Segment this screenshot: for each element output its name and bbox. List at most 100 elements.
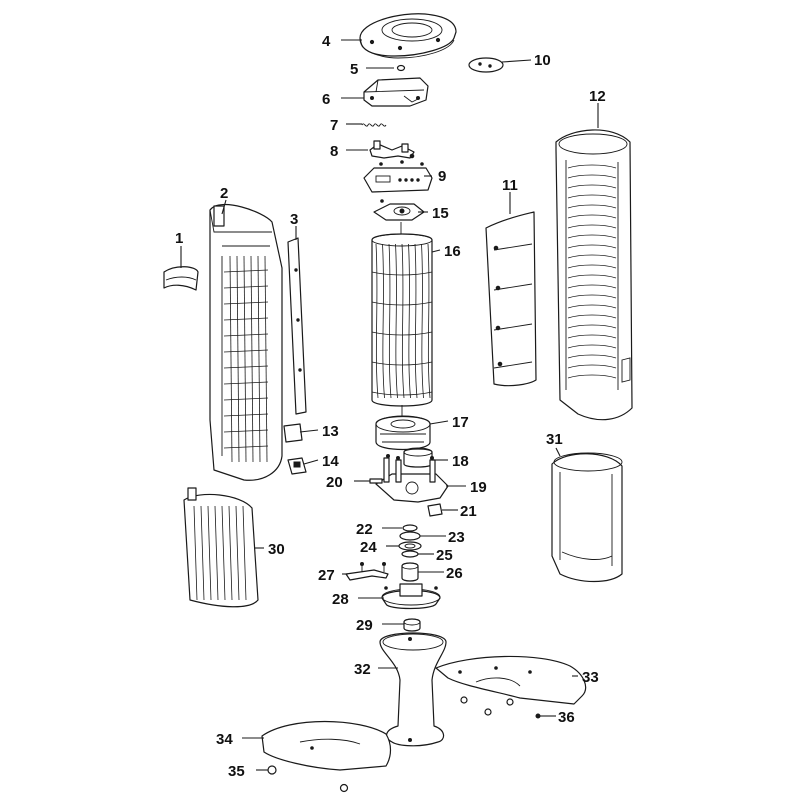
blower-ring (371, 331, 433, 336)
part-15-bearing-plate (373, 199, 425, 221)
front-housing-rib (223, 413, 269, 417)
front-housing-rib (223, 445, 269, 449)
front-housing-slat (250, 255, 254, 463)
part-1-handle (163, 266, 199, 291)
rear-housing-coil (567, 244, 617, 249)
callout-28: 28 (332, 591, 349, 608)
callout-31: 31 (546, 431, 563, 448)
part-16-blower-wheel (371, 222, 433, 407)
part-35-foot (267, 765, 349, 793)
blower-blade (375, 243, 379, 399)
part-6-control-housing (363, 77, 429, 107)
callout-29: 29 (356, 617, 373, 634)
rear-housing-coil (567, 334, 617, 339)
callout-32: 32 (354, 661, 371, 678)
part-5-screw (396, 64, 406, 72)
part-13-panel (283, 423, 303, 443)
rear-housing-coil (567, 284, 617, 289)
lower-grill-slat (235, 505, 240, 601)
part-12-rear-housing (555, 129, 633, 421)
callout-4: 4 (322, 33, 331, 50)
rear-housing-coil (567, 294, 617, 299)
rear-housing-coil (567, 204, 617, 209)
front-housing-slat (236, 255, 240, 463)
rear-housing-coil (567, 344, 617, 349)
callout-23: 23 (448, 529, 465, 546)
part-8-switch-bracket (369, 140, 415, 159)
rear-housing-coil (567, 254, 617, 259)
part-20-screw (369, 478, 383, 484)
callout-17: 17 (452, 414, 469, 431)
front-housing-rib (223, 429, 269, 433)
callout-6: 6 (322, 91, 330, 108)
callout-3: 3 (290, 211, 298, 228)
callout-25: 25 (436, 547, 453, 564)
callout-19: 19 (470, 479, 487, 496)
callout-leaders (180, 39, 599, 771)
part-2-front-housing (209, 204, 283, 481)
lower-grill-slat (214, 505, 219, 601)
part-21-clip (427, 503, 443, 517)
front-housing-rib (223, 333, 269, 337)
part-25-washer (401, 550, 419, 558)
front-housing-slat (243, 255, 247, 463)
front-housing-rib (223, 381, 269, 385)
callout-1: 1 (175, 230, 183, 247)
rear-housing-coil (567, 304, 617, 309)
blower-ring (371, 301, 433, 306)
callout-33: 33 (582, 669, 599, 686)
part-3-side-trim (287, 237, 307, 415)
rear-housing-coil (567, 364, 617, 369)
rear-housing-coil (567, 274, 617, 279)
callout-14: 14 (322, 453, 339, 470)
rear-housing-coil (567, 234, 617, 239)
blower-blade (401, 243, 405, 399)
front-housing-rib (223, 317, 269, 321)
part-9-control-board (363, 160, 433, 193)
blower-blade (414, 243, 418, 399)
part-23-washer (399, 531, 421, 541)
callout-8: 8 (330, 143, 338, 160)
lower-grill-slat (242, 505, 247, 601)
part-10-cap-disc (468, 57, 504, 73)
blower-blade (395, 243, 398, 399)
part-32-pedestal-column (379, 632, 447, 747)
part-18-capacitor (403, 447, 433, 468)
part-19-motor-mount (375, 454, 449, 503)
part-4-top-cover (359, 13, 457, 59)
part-27-oscillation-link (345, 562, 389, 581)
front-housing-rib (223, 285, 269, 289)
rear-housing-coil (567, 374, 617, 379)
lower-grill-slat (193, 505, 198, 601)
callout-26: 26 (446, 565, 463, 582)
blower-blade (408, 243, 411, 399)
callout-27: 27 (318, 567, 335, 584)
part-33-base-half-right (435, 655, 587, 716)
blower-blade (421, 243, 424, 399)
front-housing-rib (223, 349, 269, 353)
front-housing-slat (264, 255, 268, 463)
part-34-base-half-left (261, 720, 392, 771)
callout-16: 16 (444, 243, 461, 260)
front-housing-slat (229, 255, 233, 463)
rear-housing-coil (567, 214, 617, 219)
part-31-lower-rear-housing (551, 452, 623, 583)
lower-grill-slat (200, 505, 205, 601)
callout-36: 36 (558, 709, 575, 726)
rear-housing-coil (567, 264, 617, 269)
part-14-switch-block (287, 457, 307, 475)
callout-13: 13 (322, 423, 339, 440)
rear-housing-coil (567, 314, 617, 319)
blower-ring (371, 361, 433, 366)
part-36-screw (535, 713, 541, 719)
front-housing-slat (257, 255, 261, 463)
callout-15: 15 (432, 205, 449, 222)
part-26-bushing (401, 562, 419, 582)
rear-housing-coil (567, 164, 617, 169)
callout-34: 34 (216, 731, 233, 748)
front-housing-rib (223, 269, 269, 273)
blower-ring (371, 391, 433, 396)
part-7-spring (361, 123, 387, 127)
part-28-gearbox-base (381, 583, 441, 610)
